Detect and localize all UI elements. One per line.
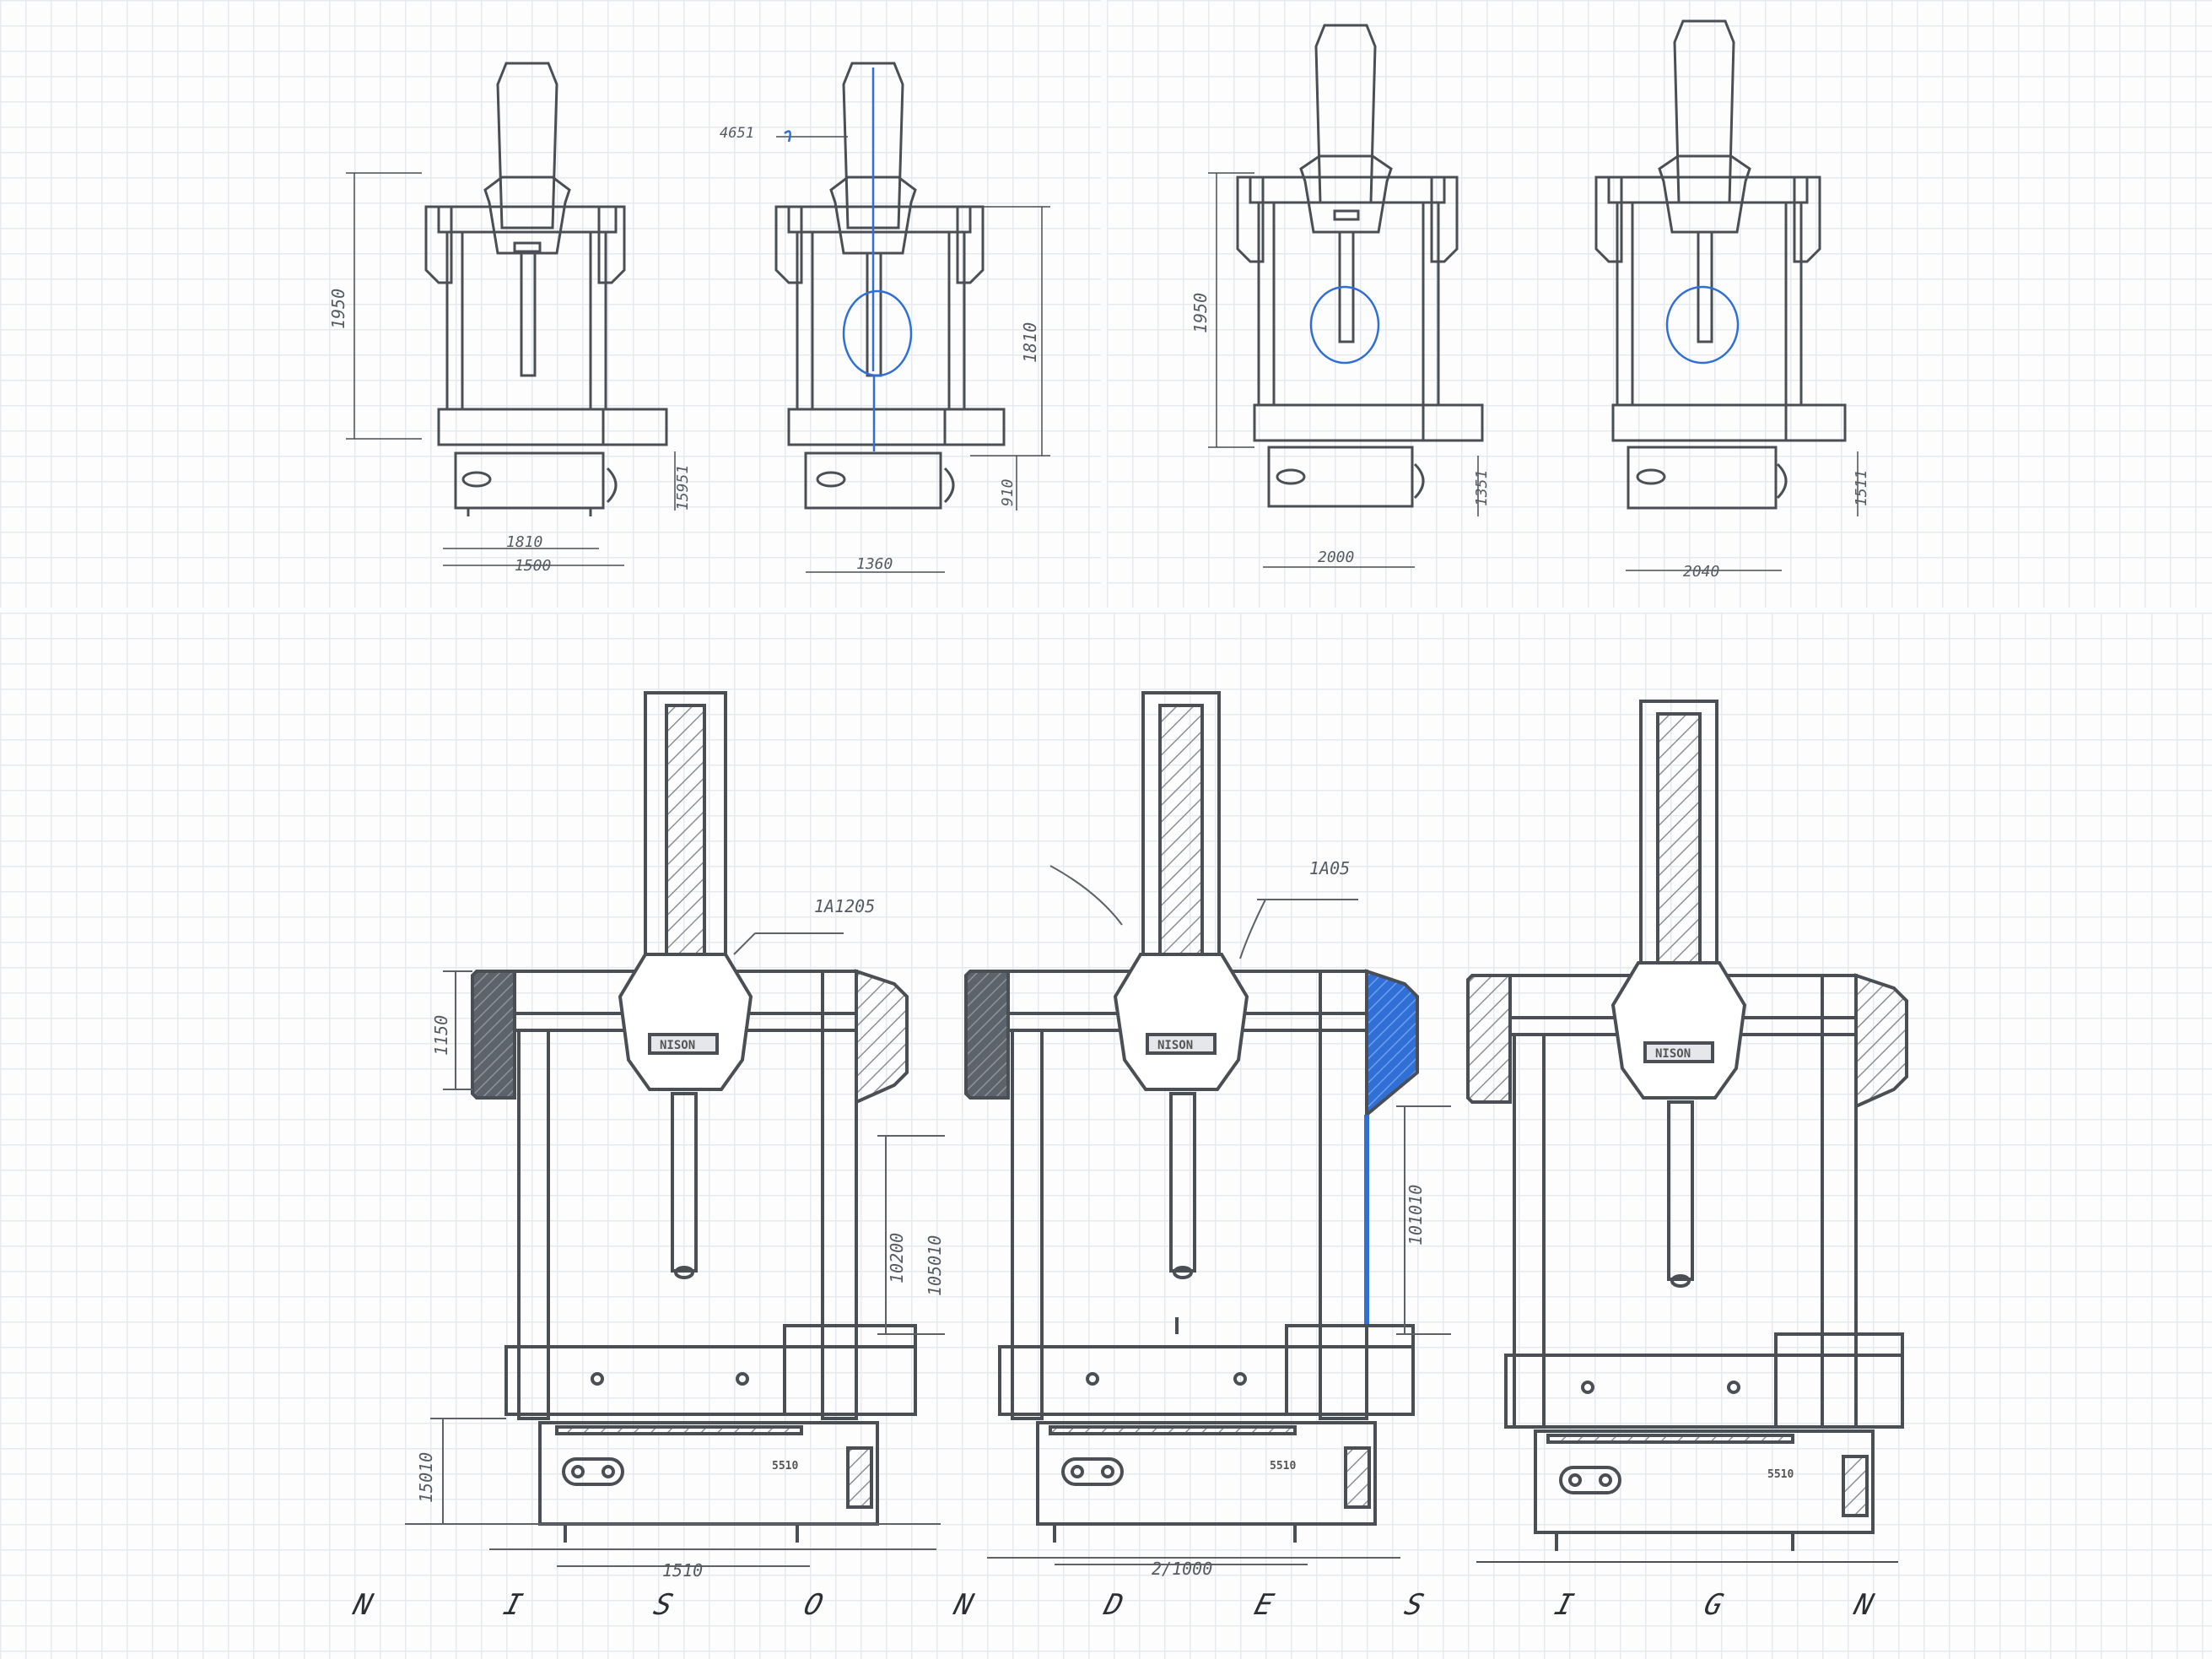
height-label-3: 1950 (1190, 293, 1211, 333)
height-label-1: 1950 (328, 289, 348, 329)
callout-label-large-2: 1A05 (1309, 858, 1350, 878)
base-height-label-1: 15951 (674, 465, 692, 511)
model-plate-3: 5510 (1767, 1468, 1794, 1481)
machine-large-3 (1466, 700, 1908, 1563)
footer-letter: S (1400, 1588, 1427, 1622)
callout-label-large-1: 1A1205 (814, 896, 875, 916)
brand-plate-2: NISON (1157, 1039, 1193, 1052)
column-label-large-2: 101010 (1405, 1185, 1426, 1246)
outer-width-label-2: 1360 (856, 555, 893, 573)
footer-letter: G (1701, 1588, 1728, 1622)
outer-width-label-4: 2040 (1683, 563, 1719, 581)
bottom-sketch-panel: NISON 5510 1A1205 1150 10200 105010 (0, 613, 2212, 1659)
machine-sketch-3 (1208, 24, 1484, 568)
accent-probe-4 (1665, 285, 1740, 365)
model-plate-2: 5510 (1270, 1460, 1296, 1473)
bottom-sketch-svg: NISON 5510 1A1205 1150 10200 105010 (405, 691, 1908, 1581)
column-label-large-1b: 105010 (925, 1235, 945, 1296)
callout-label-2: 4651 (720, 125, 754, 142)
machine-sketch-1 (346, 62, 676, 566)
side-label-large-1: 1150 (431, 1015, 451, 1056)
model-plate-1: 5510 (772, 1460, 798, 1473)
footer-letter: I (1551, 1588, 1578, 1622)
footer-letter: N (349, 1588, 376, 1622)
top-right-sketch-panel: 1950 1351 2000 (1107, 0, 2212, 608)
footer-letter: N (950, 1588, 977, 1622)
base-height-label-2: 910 (999, 478, 1017, 506)
brand-footer: N I S O N D E S I G N (350, 1588, 1878, 1622)
machine-sketch-2 (774, 62, 1050, 573)
accent-probe-3 (1309, 285, 1380, 365)
brand-plate-1: NISON (660, 1039, 695, 1052)
top-left-sketch-panel: 1950 15951 1810 1500 (0, 0, 1101, 608)
top-right-sketch-svg: 1950 1351 2000 (1190, 19, 1870, 581)
outer-width-label-1: 1500 (515, 557, 551, 575)
inner-width-label-1: 1810 (506, 533, 542, 551)
footer-letter: I (499, 1588, 526, 1622)
machine-sketch-4 (1594, 19, 1859, 571)
footer-letter: D (1100, 1588, 1127, 1622)
footer-letter: O (800, 1588, 827, 1622)
dimension-lines-2 (987, 865, 1451, 1565)
base-height-label-large-1: 15010 (416, 1452, 436, 1503)
machine-large-1 (471, 691, 917, 1543)
accent-probe-lines (784, 68, 913, 451)
top-left-sketch-svg: 1950 15951 1810 1500 (328, 62, 1050, 575)
brand-plate-3: NISON (1655, 1047, 1691, 1061)
width-label-large-1: 1510 (662, 1560, 703, 1581)
width-label-large-2: 2/1000 (1152, 1559, 1212, 1579)
height-label-2: 1810 (1020, 322, 1040, 363)
column-label-large-1a: 10200 (887, 1233, 907, 1283)
base-height-label-4: 1511 (1853, 470, 1870, 506)
base-height-label-3: 1351 (1473, 470, 1491, 506)
dimension-lines-1 (405, 932, 945, 1567)
footer-letter: S (650, 1588, 677, 1622)
footer-letter: E (1250, 1588, 1277, 1622)
machine-large-2 (964, 691, 1419, 1543)
outer-width-label-3: 2000 (1318, 548, 1354, 566)
